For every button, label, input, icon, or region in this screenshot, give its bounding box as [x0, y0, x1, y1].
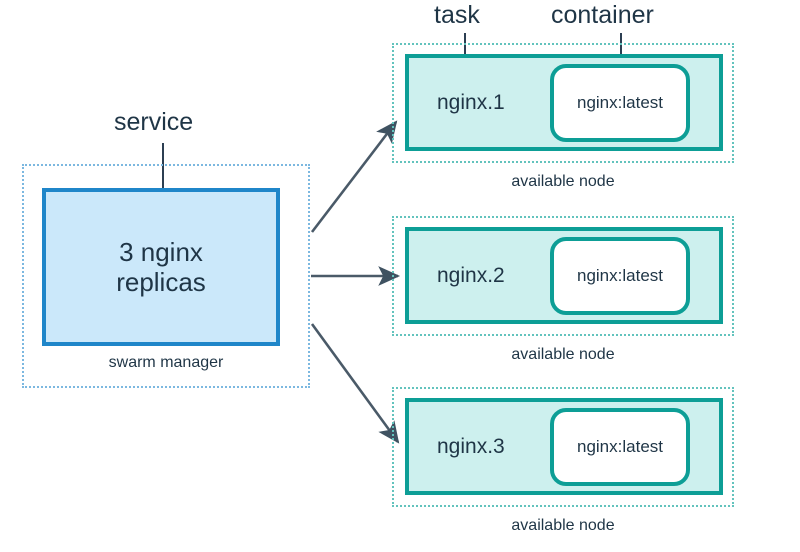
task-label-3: nginx.3: [437, 434, 505, 458]
container-label-2: nginx:latest: [577, 265, 663, 285]
annotation-task: task: [434, 1, 480, 29]
annotation-container: container: [551, 1, 654, 29]
container-label-1: nginx:latest: [577, 92, 663, 112]
node-group-1: [392, 43, 734, 163]
service-box[interactable]: 3 nginx replicas: [42, 188, 280, 346]
node-group-3: [392, 387, 734, 507]
node-caption-3: available node: [511, 517, 615, 534]
node-group-2: [392, 216, 734, 336]
node-caption-2: available node: [511, 346, 615, 363]
container-box-2[interactable]: nginx:latest: [550, 236, 690, 315]
container-label-3: nginx:latest: [577, 436, 663, 456]
container-box-1[interactable]: nginx:latest: [550, 63, 690, 142]
service-box-label: 3 nginx replicas: [116, 236, 206, 297]
task-box-3[interactable]: nginx.3 nginx:latest: [405, 398, 723, 495]
swarm-manager-group: [22, 164, 310, 388]
task-box-1[interactable]: nginx.1 nginx:latest: [405, 54, 723, 151]
annotation-service: service: [114, 108, 194, 136]
node-caption-1: available node: [511, 173, 615, 190]
arrow-to-node-3: [310, 323, 400, 444]
swarm-manager-caption: swarm manager: [108, 354, 224, 371]
arrow-to-node-1: [310, 120, 398, 233]
task-label-2: nginx.2: [437, 263, 505, 287]
task-box-2[interactable]: nginx.2 nginx:latest: [405, 227, 723, 324]
container-box-3[interactable]: nginx:latest: [550, 407, 690, 486]
task-label-1: nginx.1: [437, 90, 505, 114]
